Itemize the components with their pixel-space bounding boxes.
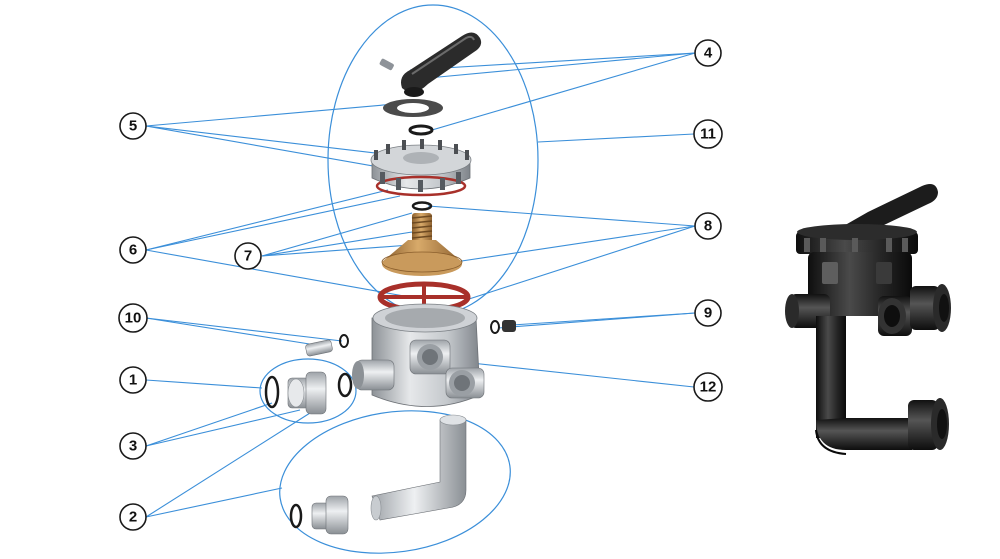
svg-text:8: 8: [704, 218, 712, 235]
oring-upper-part: [411, 201, 433, 211]
svg-text:6: 6: [129, 242, 137, 259]
pipe-kit-part: [289, 414, 467, 535]
svg-text:3: 3: [129, 438, 137, 455]
callout-7: 7: [234, 242, 262, 270]
union-group-ellipse: [259, 358, 357, 424]
callout-2: 2: [119, 503, 147, 531]
svg-text:12: 12: [700, 379, 717, 396]
callout-4: 4: [694, 39, 722, 67]
svg-text:10: 10: [125, 310, 142, 327]
callout-1: 1: [119, 366, 147, 394]
svg-text:2: 2: [129, 509, 137, 526]
handle-part: [379, 32, 482, 97]
gauge-adapter-part: [305, 334, 349, 357]
svg-text:1: 1: [129, 372, 137, 389]
drain-plug-part: [490, 320, 516, 334]
rotor-diffuser-part: [381, 240, 463, 276]
callout-11: 11: [693, 119, 723, 149]
callout-6: 6: [119, 236, 147, 264]
svg-text:11: 11: [700, 126, 716, 143]
callout-9: 9: [694, 299, 722, 327]
valve-body-part: [352, 303, 485, 407]
callout-12: 12: [693, 372, 723, 402]
callout-5: 5: [119, 112, 147, 140]
callout-10: 10: [118, 303, 148, 333]
valve-cover-part: [370, 139, 472, 197]
spring-part: [411, 213, 433, 243]
assembled-valve-image: [785, 184, 951, 455]
svg-text:4: 4: [704, 45, 713, 62]
callout-8: 8: [694, 212, 722, 240]
pipe-kit-group-ellipse: [279, 410, 511, 554]
leader-lines: [145, 52, 696, 518]
union-fitting-part: [264, 371, 353, 415]
svg-text:7: 7: [244, 248, 252, 265]
svg-text:5: 5: [129, 118, 137, 135]
callout-3: 3: [119, 432, 147, 460]
small-oring-part: [408, 124, 434, 136]
svg-text:9: 9: [704, 305, 712, 322]
